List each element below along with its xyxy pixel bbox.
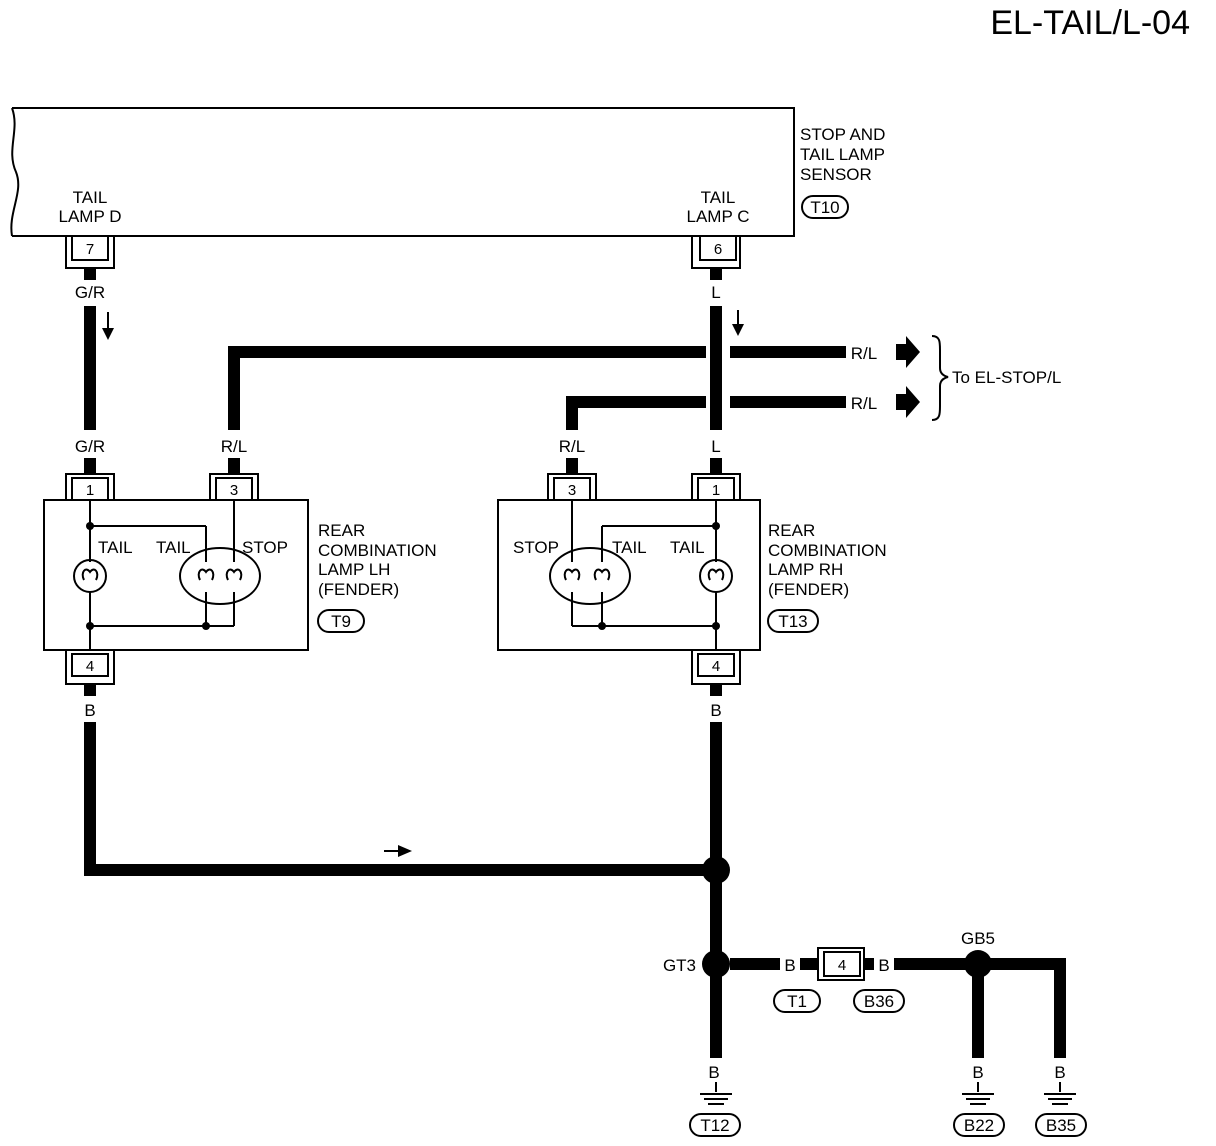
lh-connector-label: T9: [331, 612, 351, 631]
ground-symbol-b35: [1044, 1082, 1076, 1105]
ground-symbol-b22: [962, 1082, 994, 1105]
gt3-label: GT3: [663, 956, 696, 975]
wire-label-l-top: L: [711, 283, 720, 302]
terminal-label-tail-lamp-d-2: LAMP D: [59, 207, 122, 226]
wire-label-b-t12: B: [708, 1063, 719, 1082]
sensor-pin-7-connector: 7: [65, 235, 115, 269]
rh-bulb-tail-1: TAIL: [612, 538, 647, 557]
sensor-connector-label: T10: [810, 198, 839, 217]
t1-label: T1: [787, 992, 807, 1011]
rh-name-line-4: (FENDER): [768, 580, 849, 599]
to-el-stop-l: To EL-STOP/L: [952, 368, 1061, 387]
rear-combination-lamp-lh: 1 3 4 TAIL TAIL STOP REAR COMBINATION LA: [43, 473, 437, 685]
sensor-name-line-3: SENSOR: [800, 165, 872, 184]
sensor-name-line-2: TAIL LAMP: [800, 145, 885, 164]
t12-label: T12: [700, 1116, 729, 1135]
wire-label-rl-out-2: R/L: [851, 394, 877, 413]
wire-label-gr-bottom: G/R: [75, 437, 105, 456]
lh-name-line-4: (FENDER): [318, 580, 399, 599]
rh-name-line-2: COMBINATION: [768, 541, 887, 560]
sensor-name-line-1: STOP AND: [800, 125, 885, 144]
t12-connector-tag: [689, 1113, 741, 1137]
rh-bulb-tail-2: TAIL: [670, 538, 705, 557]
joint-connector: 4: [817, 947, 865, 981]
b35-label: B35: [1046, 1116, 1076, 1135]
rh-connector-tag: [767, 609, 819, 633]
brace: [931, 335, 949, 421]
lh-bulb-tail-1: TAIL: [98, 538, 133, 557]
b22-label: B22: [964, 1116, 994, 1135]
wire-rl-lh: [228, 346, 706, 430]
wire-label-rl-left: R/L: [221, 437, 247, 456]
rh-pin-3: 3: [568, 482, 576, 499]
ground-symbol-t12: [700, 1082, 732, 1105]
splice-gt3: [702, 950, 730, 978]
lh-connector-tag: [317, 609, 365, 633]
b22-connector-tag: [953, 1113, 1005, 1137]
lh-name-line-3: LAMP LH: [318, 560, 390, 579]
sensor-pin-7: 7: [86, 241, 94, 258]
lh-bulb-stop: STOP: [242, 538, 288, 557]
wire-label-b-b22: B: [972, 1063, 983, 1082]
wire-label-rl-out-1: R/L: [851, 344, 877, 363]
sensor-connector-tag: [801, 195, 849, 219]
wire-label-b-rh: B: [710, 701, 721, 720]
lh-name-line-1: REAR: [318, 521, 365, 540]
joint-pin-4: 4: [838, 957, 846, 974]
rear-combination-lamp-rh: 3 1 4 STOP TAIL TAIL REAR COMBINATION LA: [497, 473, 887, 685]
terminal-label-tail-lamp-d-1: TAIL: [73, 188, 108, 207]
terminal-label-tail-lamp-c-2: LAMP C: [687, 207, 750, 226]
lh-name-line-2: COMBINATION: [318, 541, 437, 560]
wire-label-b-lh: B: [84, 701, 95, 720]
lh-pin-4: 4: [86, 658, 94, 675]
rh-connector-label: T13: [778, 612, 807, 631]
b35-connector-tag: [1035, 1113, 1087, 1137]
splice-gb5: [964, 950, 992, 978]
wire-label-rl-right: R/L: [559, 437, 585, 456]
lh-pin-1: 1: [86, 482, 94, 499]
rh-pin-4: 4: [712, 658, 720, 675]
rh-pin-1: 1: [712, 482, 720, 499]
rh-name-line-3: LAMP RH: [768, 560, 843, 579]
rh-bulb-stop: STOP: [513, 538, 559, 557]
t1-connector-tag: [773, 989, 821, 1013]
wire-label-b-b36: B: [878, 956, 889, 975]
lh-bulb-tail-2: TAIL: [156, 538, 191, 557]
gb5-label: GB5: [961, 929, 995, 948]
rh-name-line-1: REAR: [768, 521, 815, 540]
wire-label-b-b35: B: [1054, 1063, 1065, 1082]
page-title: EL-TAIL/L-04: [990, 4, 1190, 42]
terminal-label-tail-lamp-c-1: TAIL: [701, 188, 736, 207]
wire-label-gr-top: G/R: [75, 283, 105, 302]
wire-label-b-t1: B: [784, 956, 795, 975]
b36-label: B36: [864, 992, 894, 1011]
splice-node: [702, 856, 730, 884]
wire-b-lh: [84, 722, 704, 876]
sensor-pin-6: 6: [714, 241, 722, 258]
sensor-pin-6-connector: 6: [691, 235, 741, 269]
stop-tail-lamp-sensor: STOP AND TAIL LAMP SENSOR T10 TAIL LAMP …: [10, 107, 885, 237]
b36-connector-tag: [853, 989, 905, 1013]
lh-pin-3: 3: [230, 482, 238, 499]
wire-rl-rh: [566, 396, 706, 430]
wire-label-l-bottom: L: [711, 437, 720, 456]
